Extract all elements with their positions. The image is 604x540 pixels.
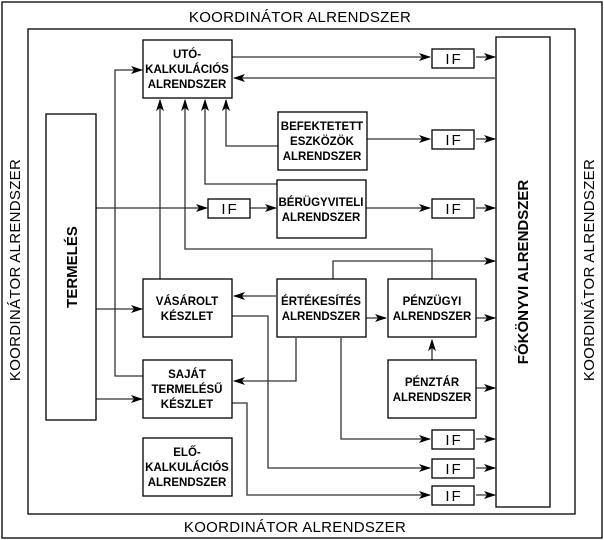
- line-vasarolt-to-if6: [232, 315, 431, 472]
- line-berugy-to-uto: [201, 99, 280, 185]
- ertekesites-label-line2: ALRENDSZER: [282, 311, 361, 323]
- connections: [96, 53, 496, 499]
- penztar-label-line1: PÉNZTÁR: [405, 376, 460, 389]
- befektetett-label-line2: ESZKÖZÖK: [290, 135, 355, 148]
- if-box-3: IF: [207, 198, 251, 219]
- coordinator-label-top: KOORDINÁTOR ALRENDSZER: [189, 9, 411, 26]
- if-label: IF: [445, 461, 462, 478]
- termeles-label: TERMELÉS: [64, 226, 81, 308]
- line-befektetett-to-uto: [222, 99, 280, 147]
- coordinator-label-bottom: KOORDINÁTOR ALRENDSZER: [184, 519, 406, 536]
- box-uto-kalkulacios: UTÓ- KALKULÁCIÓS ALRENDSZER: [142, 39, 233, 99]
- uto-label-line2: KALKULÁCIÓS: [145, 63, 229, 76]
- berugy-label-line2: ALRENDSZER: [282, 212, 361, 224]
- penzugyi-label-line2: ALRENDSZER: [393, 311, 472, 323]
- box-fokonyvi: FŐKÖNYVI ALRENDSZER: [495, 36, 551, 508]
- vasarolt-label-line2: KÉSZLET: [161, 310, 213, 323]
- if-box-6: IF: [431, 458, 475, 479]
- elo-label-line1: ELŐ-: [173, 446, 201, 459]
- if-box-2: IF: [431, 129, 475, 150]
- if-label: IF: [445, 201, 462, 218]
- penztar-label-line2: ALRENDSZER: [393, 392, 472, 404]
- line-penzugyi-to-uto: [181, 99, 433, 280]
- line-ertekesites-to-if5: [340, 338, 431, 443]
- befektetett-label-line1: BEFEKTETETT: [281, 121, 363, 133]
- vasarolt-label-line1: VÁSÁROLT: [156, 295, 218, 308]
- box-ertekesites: ÉRTÉKESÍTÉS ALRENDSZER: [276, 278, 367, 338]
- if-label: IF: [445, 132, 462, 149]
- if-label: IF: [445, 432, 462, 449]
- penzugyi-label-line1: PÉNZÜGYI: [403, 295, 462, 308]
- line-ertekesites-to-sajat: [233, 338, 297, 385]
- if-box-1: IF: [431, 48, 475, 69]
- uto-label-line3: ALRENDSZER: [148, 79, 227, 91]
- box-vasarolt-keszlet: VÁSÁROLT KÉSZLET: [142, 278, 233, 338]
- if-box-5: IF: [431, 429, 475, 450]
- ertekesites-label-line1: ÉRTÉKESÍTÉS: [281, 295, 361, 308]
- box-befektetett-eszkozok: BEFEKTETETT ESZKÖZÖK ALRENDSZER: [277, 111, 368, 171]
- coordinator-label-left: KOORDINÁTOR ALRENDSZER: [7, 159, 24, 381]
- line-sajat-to-if7: [232, 402, 431, 499]
- coordinator-label-right: KOORDINÁTOR ALRENDSZER: [581, 159, 598, 381]
- inner-frame: [27, 28, 576, 515]
- box-termeles: TERMELÉS: [45, 113, 97, 421]
- if-box-4: IF: [431, 198, 475, 219]
- box-sajat-termelesu-keszlet: SAJÁT TERMELÉSŰ KÉSZLET: [142, 359, 233, 419]
- sajat-label-line1: SAJÁT: [168, 368, 206, 381]
- befektetett-label-line3: ALRENDSZER: [283, 151, 362, 163]
- elo-label-line3: ALRENDSZER: [148, 477, 227, 489]
- line-ertekesites-to-fokonyvi: [332, 257, 496, 280]
- fokonyvi-label: FŐKÖNYVI ALRENDSZER: [514, 180, 532, 365]
- box-penzugyi: PÉNZÜGYI ALRENDSZER: [387, 278, 477, 338]
- if-label: IF: [221, 201, 238, 218]
- sajat-label-line2: TERMELÉSŰ: [152, 383, 223, 396]
- if-label: IF: [445, 51, 462, 68]
- if-box-7: IF: [431, 485, 475, 506]
- box-penztar: PÉNZTÁR ALRENDSZER: [387, 359, 477, 419]
- box-berugyviteli: BÉRÜGYVITELI ALRENDSZER: [276, 179, 367, 239]
- line-sajat-to-uto: [114, 66, 143, 377]
- if-label: IF: [445, 488, 462, 505]
- berugy-label-line1: BÉRÜGYVITELI: [279, 196, 364, 209]
- uto-label-line1: UTÓ-: [173, 48, 201, 61]
- box-elo-kalkulacios: ELŐ- KALKULÁCIÓS ALRENDSZER: [142, 437, 233, 497]
- elo-label-line2: KALKULÁCIÓS: [145, 461, 229, 474]
- sajat-label-line3: KÉSZLET: [161, 398, 213, 411]
